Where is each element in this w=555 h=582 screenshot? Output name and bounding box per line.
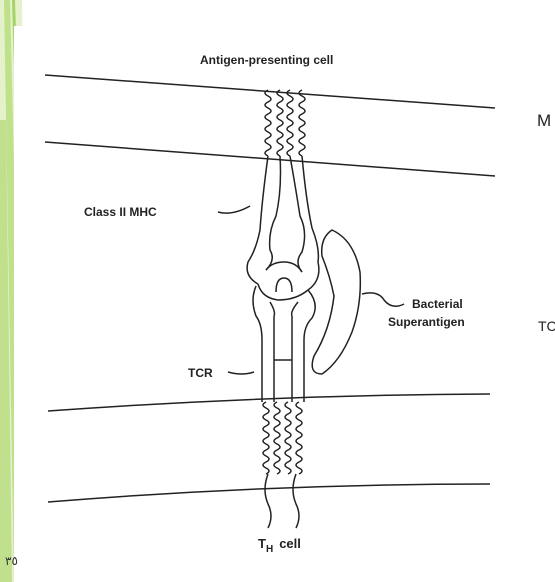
peptide <box>276 278 292 292</box>
class-ii-mhc-label: Class II MHC <box>84 205 157 219</box>
antigen-presenting-cell-label: Antigen-presenting cell <box>200 53 333 67</box>
th-membrane-outer <box>48 394 490 411</box>
side-text-top-fragment: M <box>537 111 551 131</box>
apc-membrane-outer <box>45 75 495 108</box>
mhc-right-chain <box>287 90 319 290</box>
th-cell-word: cell <box>279 536 301 551</box>
superantigen-leader-line <box>362 293 404 306</box>
tcr-tail-right <box>293 474 299 528</box>
tcr-label: TCR <box>188 366 213 380</box>
tcr-leader-line <box>228 372 254 374</box>
mhc-left-chain <box>247 90 283 284</box>
peptide-groove <box>258 284 308 300</box>
side-text-mid-fragment: TC <box>538 318 555 334</box>
tcr-heterodimer <box>253 286 315 402</box>
th-membrane-inner <box>48 484 490 502</box>
tcr-transmembrane-coils <box>263 402 302 474</box>
slide-number: ٣٥ <box>5 554 18 568</box>
th-cell-t: T <box>258 536 266 551</box>
bacterial-label: Bacterial <box>412 297 463 311</box>
superantigen-label: Superantigen <box>388 315 465 329</box>
bacterial-superantigen-shape <box>312 230 360 374</box>
apc-membrane-inner <box>45 142 495 176</box>
mhc-leader-line <box>218 206 250 213</box>
th-cell-subscript: H <box>266 544 273 555</box>
tcr-tail-left <box>265 474 271 528</box>
